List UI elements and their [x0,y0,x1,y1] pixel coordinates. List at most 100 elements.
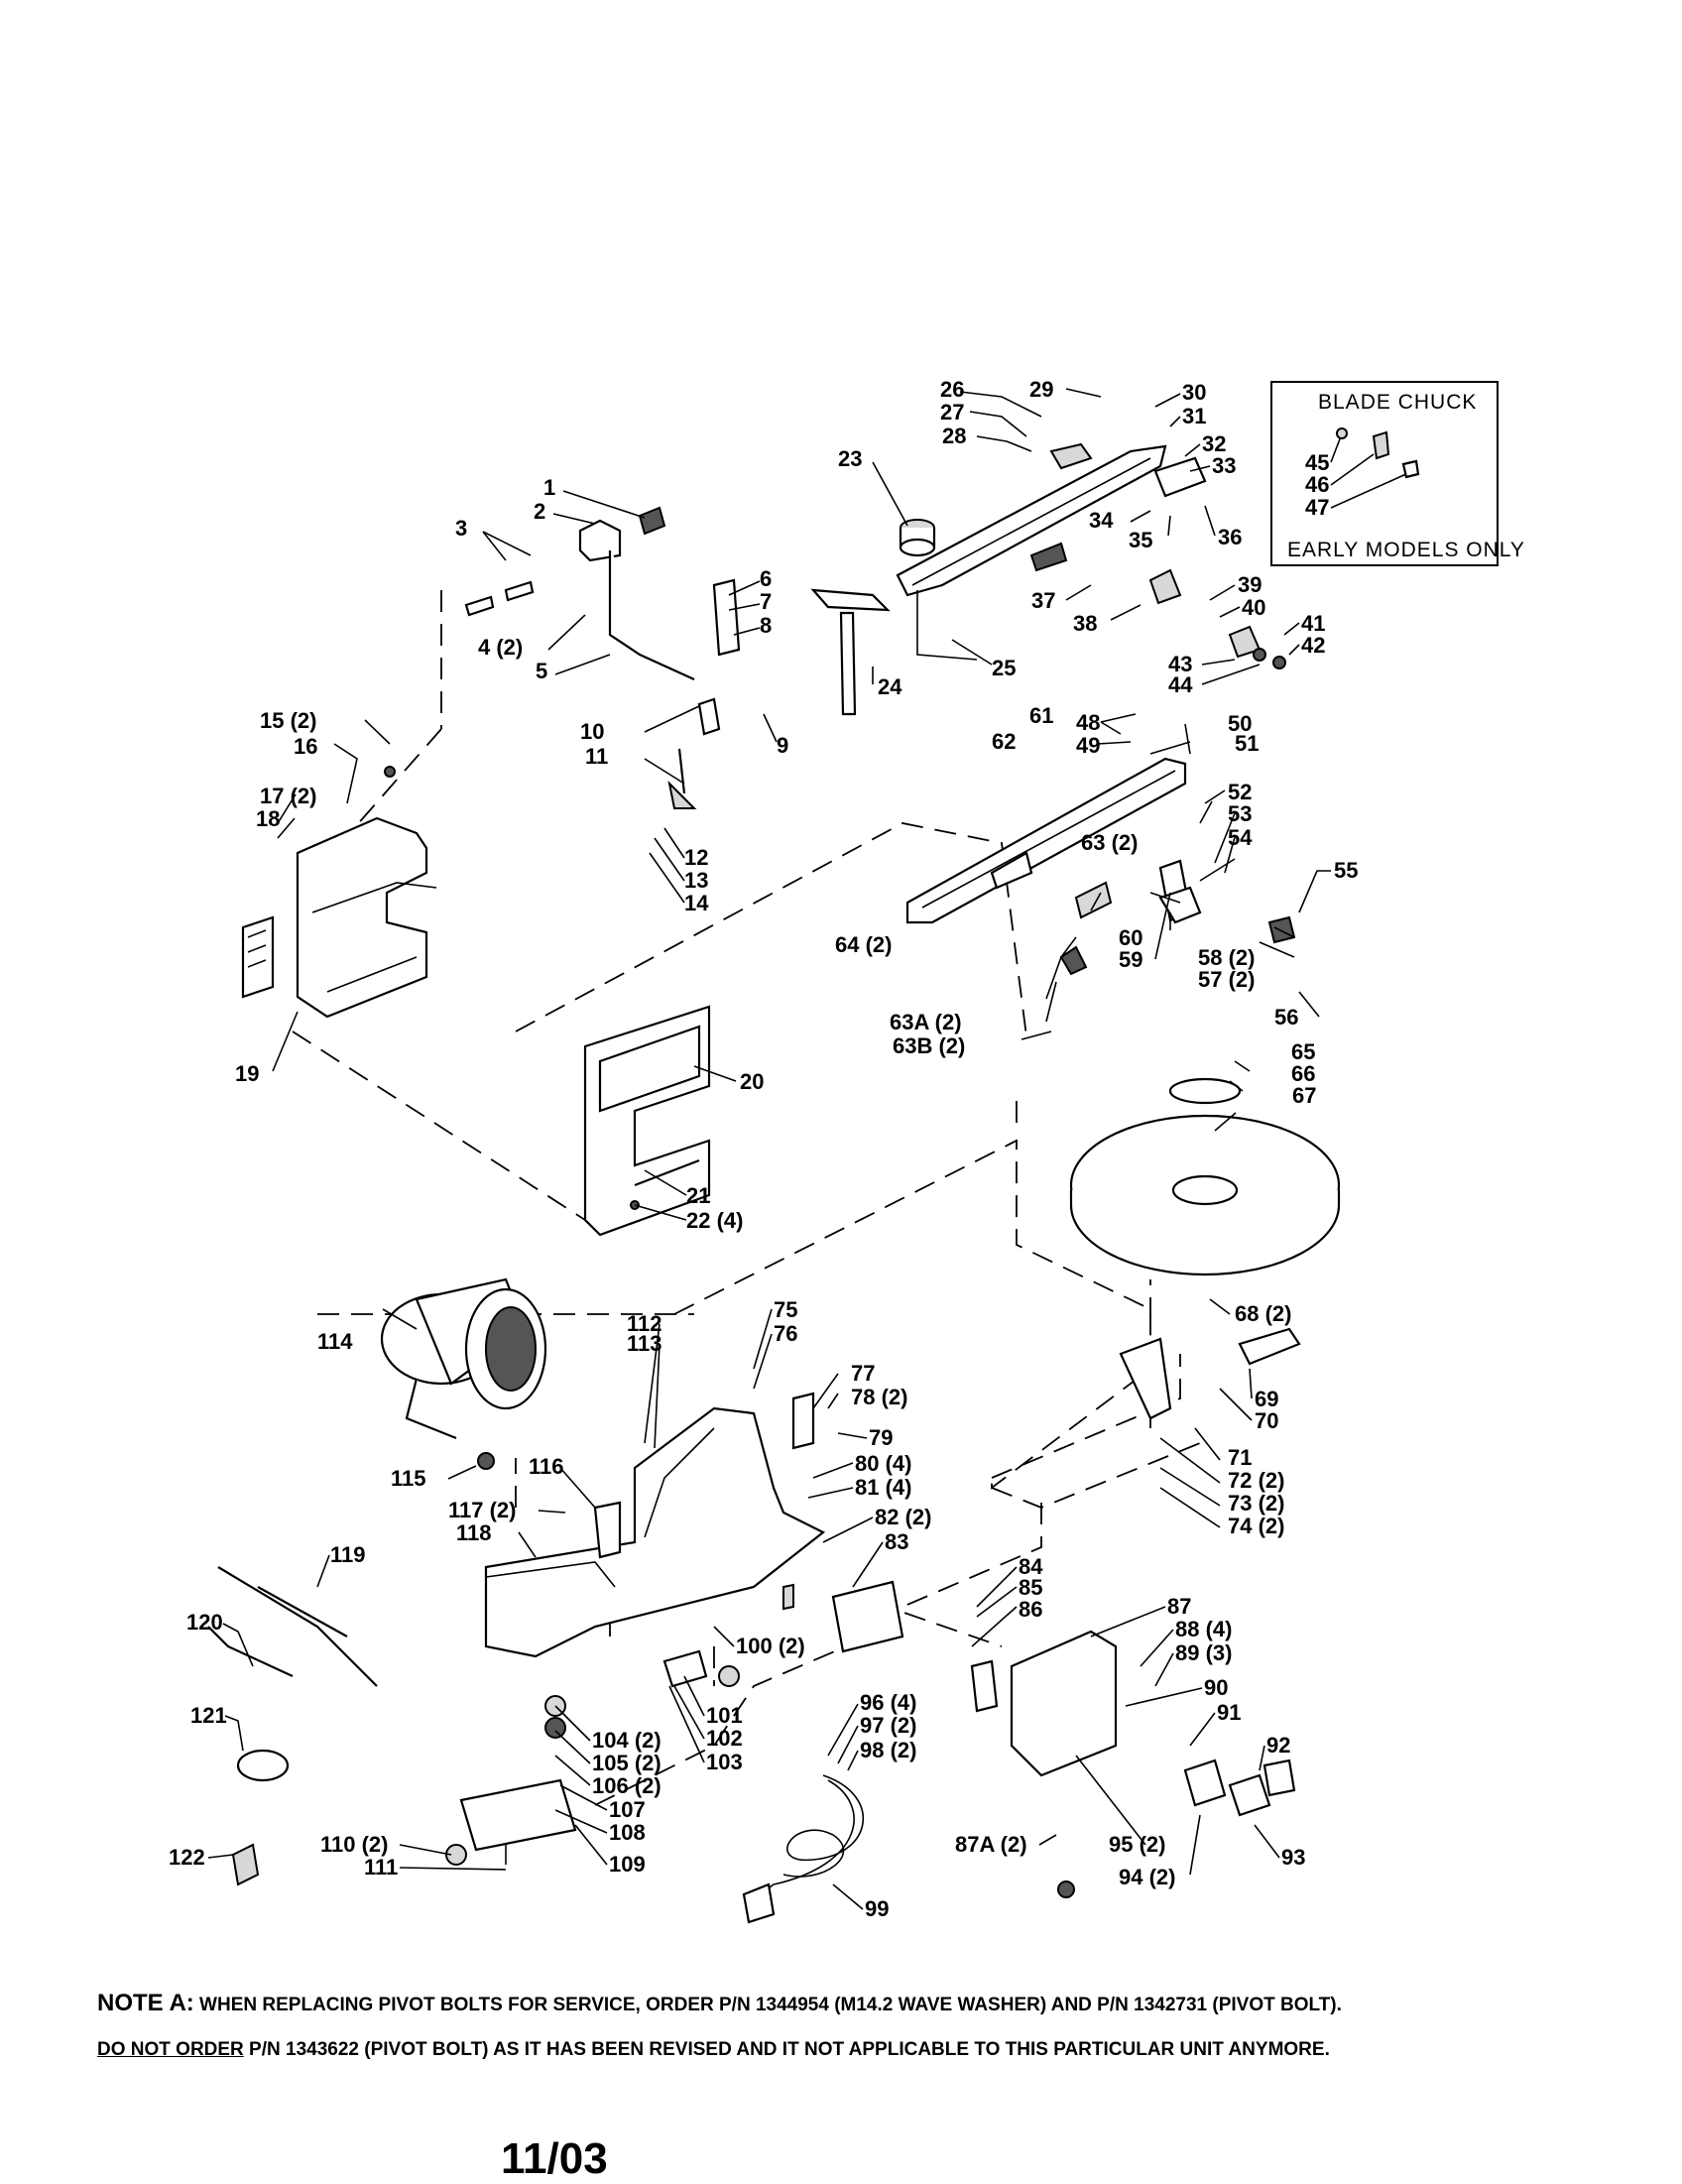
callout-label: 55 [1334,858,1358,883]
callout-label: 23 [838,446,862,471]
callout-label: 4 (2) [478,635,523,660]
callout-label: 61 [1029,703,1053,728]
callout-label: 48 [1076,710,1100,735]
callout-label: 54 [1228,825,1253,850]
callout-label: 63A (2) [890,1010,962,1034]
callout-label: 68 (2) [1235,1301,1291,1326]
callout-label: 29 [1029,377,1053,402]
callout-label: 20 [740,1069,764,1094]
blade-chuck-part-label: 45 [1305,450,1329,475]
tension-bracket [464,506,741,809]
callout-label: 75 [774,1297,797,1322]
callout-label: 53 [1228,801,1252,826]
callout-label: 57 (2) [1198,967,1255,992]
callout-label: 51 [1235,731,1259,756]
callout-label: 5 [536,659,547,683]
note-b: DO NOT ORDER P/N 1343622 (PIVOT BOLT) AS… [97,2039,1330,2061]
callout-label: 33 [1212,453,1236,478]
callout-label: 16 [294,734,317,759]
note-a-label: NOTE A: [97,1990,194,2016]
lower-arm [905,757,1296,976]
callout-label: 87A (2) [955,1832,1027,1857]
callout-label: 99 [865,1896,889,1921]
callout-label: 37 [1031,588,1055,613]
date-code: 11/03 [501,2134,608,2183]
callout-label: 58 (2) [1198,945,1255,970]
callout-label: 6 [760,566,772,591]
callout-label: 95 (2) [1109,1832,1165,1857]
callout-label: 3 [455,516,467,541]
callout-label: 42 [1301,633,1325,658]
blade-chuck-part-label: 46 [1305,472,1329,497]
callout-label: 122 [169,1845,205,1870]
callout-label: 7 [760,589,772,614]
note-a-text: WHEN REPLACING PIVOT BOLTS FOR SERVICE, … [193,1995,1342,2015]
callout-label: 59 [1119,947,1142,972]
callout-label: 105 (2) [592,1751,661,1775]
callout-label: 31 [1182,404,1206,428]
callout-label: 82 (2) [875,1505,931,1529]
callout-label: 39 [1238,572,1262,597]
blade-chuck-title: BLADE CHUCK [1318,391,1477,414]
callout-label: 104 (2) [592,1728,661,1753]
switch-box [970,1630,1296,1898]
callout-label: 10 [580,719,604,744]
callout-label: 26 [940,377,964,402]
callout-label: 102 [706,1726,743,1751]
callout-label: 12 [684,845,708,870]
callout-label: 107 [609,1797,646,1822]
callout-label: 111 [364,1855,398,1880]
callout-label: 27 [940,400,964,425]
callout-label: 93 [1281,1845,1305,1870]
callout-label: 86 [1019,1597,1042,1622]
callout-label: 63 (2) [1081,830,1138,855]
note-b-warning: DO NOT ORDER [97,2039,244,2060]
callout-label: 96 (4) [860,1690,916,1715]
callout-label: 56 [1274,1005,1298,1030]
motor [380,1277,547,1470]
callout-label: 9 [777,733,788,758]
callout-label: 69 [1255,1387,1278,1411]
callout-label: 71 [1228,1445,1252,1470]
callout-label: 121 [190,1703,227,1728]
callout-label: 119 [330,1542,366,1567]
callout-label: 118 [456,1520,492,1545]
callout-label: 52 [1228,780,1252,804]
lower-cover [583,1005,711,1237]
callout-label: 76 [774,1321,797,1346]
callout-label: 94 (2) [1119,1865,1175,1889]
callout-label: 28 [942,424,966,448]
callout-label: 19 [235,1061,259,1086]
callout-labels: 1 2 3 4 (2) 5 6 7 8 9 10 11 12 13 14 15 … [169,377,1358,1921]
callout-label: 108 [609,1820,646,1845]
callout-label: 13 [684,868,708,893]
callout-label: 78 (2) [851,1385,907,1409]
callout-label: 98 (2) [860,1738,916,1762]
callout-label: 65 [1291,1039,1315,1064]
callout-label: 109 [609,1852,646,1877]
callout-label: 11 [585,744,608,769]
callout-label: 14 [684,891,709,915]
callout-label: 67 [1292,1083,1316,1108]
accessories [207,1566,378,1886]
callout-label: 60 [1119,925,1142,950]
callout-label: 103 [706,1750,743,1774]
callout-label: 21 [686,1183,710,1208]
assembly-guide-lines [292,590,1201,1806]
callout-label: 79 [869,1425,893,1450]
callout-label: 101 [706,1703,743,1728]
callout-label: 8 [760,613,772,638]
callout-label: 66 [1291,1061,1315,1086]
side-cover [241,766,437,1019]
upper-arm [896,442,1286,669]
callout-label: 15 (2) [260,708,316,733]
callout-label: 41 [1301,611,1325,636]
base-casting [484,1392,904,1658]
callout-label: 81 (4) [855,1475,911,1500]
callout-label: 77 [851,1361,875,1386]
callout-label: 115 [391,1466,426,1491]
callout-label: 89 (3) [1175,1640,1232,1665]
blade-and-rods [810,588,978,716]
blade-chuck-footer: EARLY MODELS ONLY [1287,539,1525,561]
callout-label: 72 (2) [1228,1468,1284,1493]
